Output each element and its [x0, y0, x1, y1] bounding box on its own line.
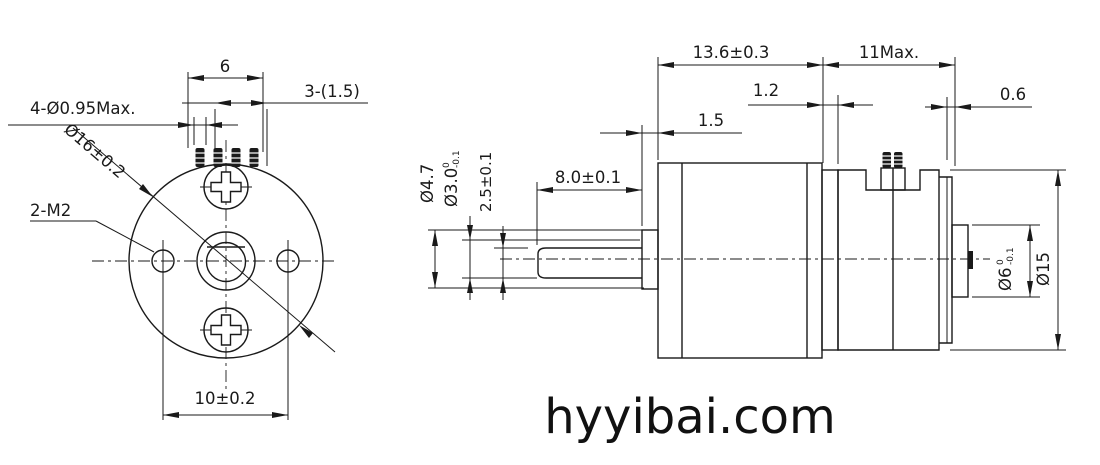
mounting-screw-top: [200, 164, 252, 210]
dim-body-diameter: Ø15: [950, 169, 1066, 351]
mounting-hole-right: [276, 249, 300, 273]
output-shaft: [537, 247, 642, 279]
callout-screw-thread: 2-M2: [30, 201, 155, 253]
dim-pin-width: 6: [187, 57, 264, 152]
connector-pins: [195, 148, 259, 167]
dim-shaft-length: 8.0±0.1: [536, 168, 642, 245]
dim-label-shaft-diameter: Ø3.0: [442, 168, 461, 207]
dim-label-body-diameter: Ø15: [1034, 252, 1053, 286]
dim-gearbox-and-motor-length: 13.6±0.3 11Max.: [657, 43, 956, 166]
dim-label-boss-diameter-tol-upper: 0: [996, 259, 1006, 265]
dim-rear-step: 0.6: [925, 85, 1032, 160]
motor-face-outline: [128, 163, 324, 359]
dim-label-pin-pitch: 3-(1.5): [304, 82, 360, 101]
watermark-text: hyyibai.com: [544, 389, 836, 445]
dim-label-collar-diameter: Ø4.7: [418, 164, 437, 203]
dim-label-rear-step: 0.6: [1000, 85, 1026, 104]
dim-label-boss-diameter: Ø6: [996, 268, 1015, 292]
dim-pin-diameter: 4-Ø0.95Max.: [8, 99, 238, 145]
phillips-cross-icon: [210, 314, 242, 346]
dim-label-screw-thread: 2-M2: [30, 201, 71, 220]
dim-label-shaft-diameter-tol-upper: 0: [442, 162, 452, 168]
motor-end-cap: [939, 176, 973, 344]
dim-label-gearbox-length: 13.6±0.3: [693, 43, 770, 62]
shaft-collar: [641, 229, 659, 290]
dim-hole-spacing: 10±0.2: [163, 389, 288, 418]
dim-shaft-diameter: Ø3.0 0 -0.1: [442, 150, 640, 300]
motor-body: [837, 152, 940, 351]
phillips-cross-icon: [210, 171, 242, 203]
dim-label-front-plate: 1.2: [753, 81, 779, 100]
motor-terminal-pins: [882, 152, 903, 168]
motor-front-plate: [821, 169, 839, 351]
dim-pin-pitch: 3-(1.5): [182, 82, 368, 166]
side-view: 13.6±0.3 11Max. 1.2 0.6 1.5: [418, 43, 1066, 359]
dim-label-boss-diameter-tol-lower: -0.1: [1006, 247, 1016, 265]
dim-label-motor-length: 11Max.: [859, 43, 919, 62]
dim-label-pin-width: 6: [220, 57, 231, 76]
rear-shaft-nub: [968, 251, 973, 269]
dim-label-shaft-flat: 2.5±0.1: [477, 152, 495, 212]
rear-bearing-boss: [951, 224, 969, 298]
dim-shaft-flat: 2.5±0.1: [477, 152, 528, 300]
front-view: 6 3-(1.5) 4-Ø0.95Max. Ø16±0.2: [8, 57, 368, 420]
dim-label-shaft-length: 8.0±0.1: [555, 168, 621, 187]
mounting-hole-left: [151, 249, 175, 273]
shaft-boss: [196, 231, 256, 291]
gearbox-body: [657, 162, 823, 359]
mounting-screw-bottom: [200, 307, 252, 353]
dim-label-collar-length: 1.5: [698, 111, 724, 130]
dim-front-plate: 1.2: [748, 81, 873, 164]
terminal-block: [880, 167, 906, 191]
dim-boss-diameter: Ø6 0 -0.1: [972, 224, 1040, 298]
dim-collar-diameter: Ø4.7: [418, 164, 644, 289]
pin-coil-ribs: [195, 152, 259, 164]
dim-label-outer-diameter: Ø16±0.2: [60, 120, 129, 183]
dim-label-pin-diameter: 4-Ø0.95Max.: [30, 99, 136, 118]
dim-label-hole-spacing: 10±0.2: [194, 389, 255, 408]
dim-collar-length: 1.5: [600, 111, 742, 226]
dim-label-shaft-diameter-tol-lower: -0.1: [452, 150, 462, 168]
